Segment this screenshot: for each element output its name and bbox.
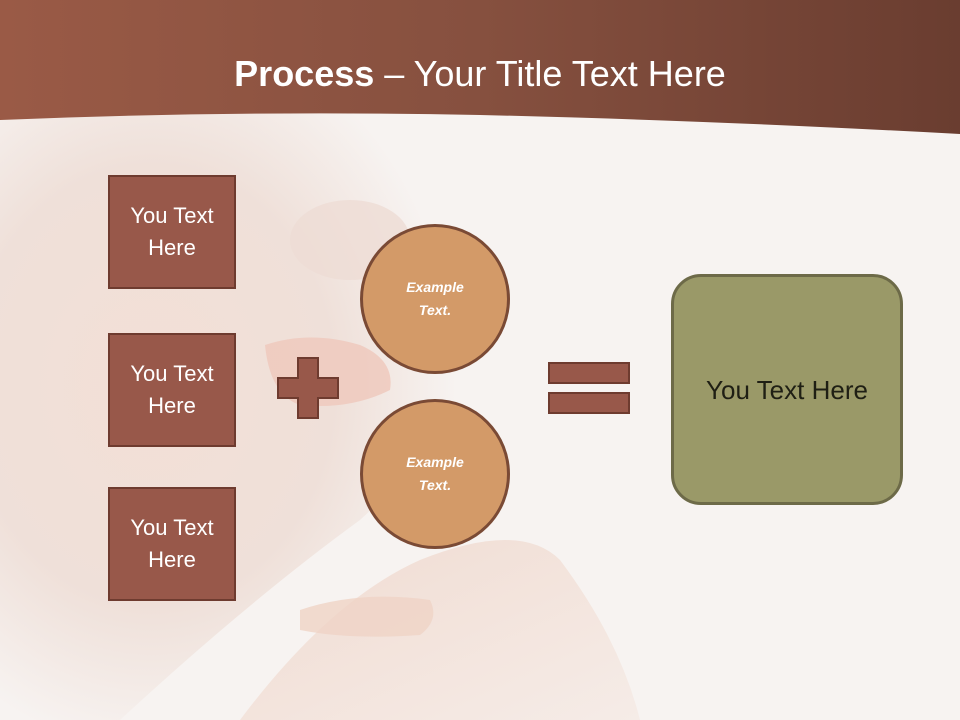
text-box-1-label: You Text Here (130, 203, 214, 260)
text-box-3-label: You Text Here (130, 515, 214, 572)
header-band (0, 0, 960, 134)
text-box-2-label: You Text Here (130, 361, 214, 418)
example-circle-1-label: Example Text. (406, 279, 464, 318)
text-box-3[interactable]: You Text Here (108, 487, 236, 601)
plus-icon (277, 357, 339, 419)
equals-icon (548, 362, 630, 414)
slide-title-rest: – Your Title Text Here (374, 53, 726, 94)
slide-title-bold: Process (234, 53, 375, 94)
example-circle-2[interactable]: Example Text. (360, 399, 510, 549)
text-box-2[interactable]: You Text Here (108, 333, 236, 447)
result-box-label: You Text Here (706, 374, 868, 405)
example-circle-2-label: Example Text. (406, 454, 464, 493)
text-box-1[interactable]: You Text Here (108, 175, 236, 289)
example-circle-1[interactable]: Example Text. (360, 224, 510, 374)
result-box[interactable]: You Text Here (671, 274, 903, 505)
slide-title: Process – Your Title Text Here (0, 52, 960, 96)
